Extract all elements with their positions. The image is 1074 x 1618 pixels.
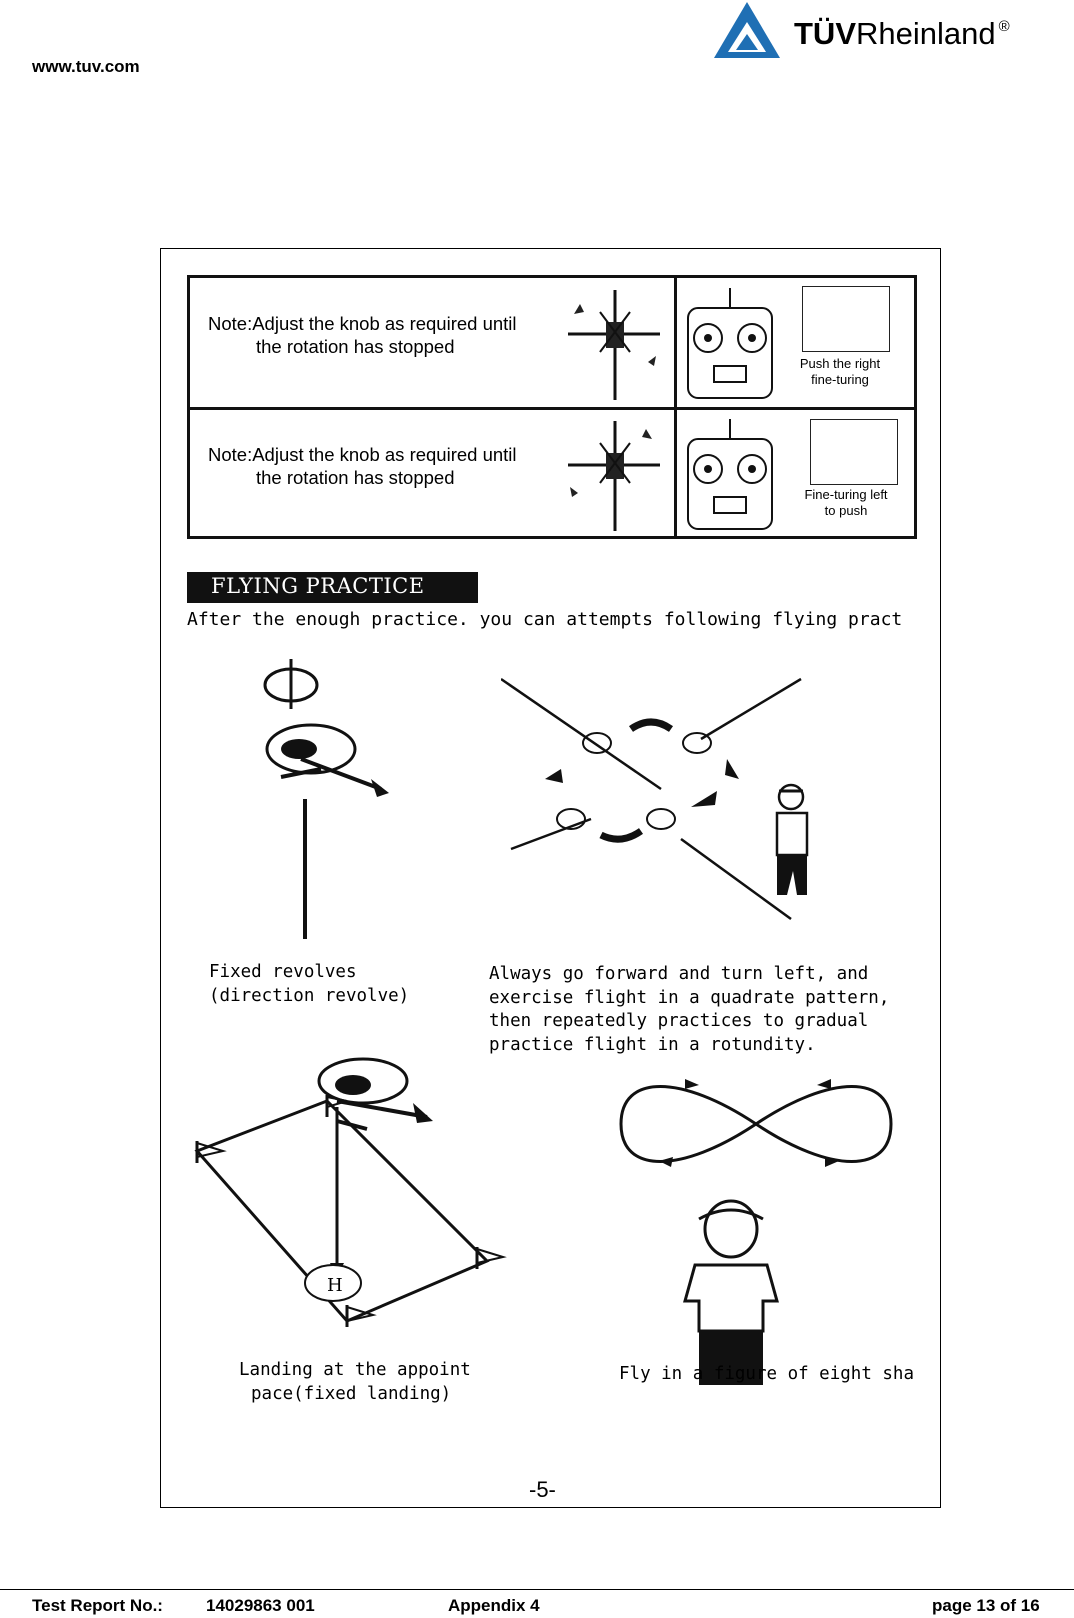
figure-eight-illustration (619, 1079, 893, 1167)
fixed-landing-illustration: H (194, 1057, 507, 1327)
tuv-triangle-icon (714, 2, 780, 58)
footer-report-label: Test Report No.: (32, 1596, 163, 1615)
flying-practice-heading: FLYING PRACTICE (187, 572, 478, 603)
landing-caption: Landing at the appoint pace(fixed landin… (239, 1360, 471, 1404)
landing-pad-letter: H (327, 1275, 343, 1296)
remote-control-icon (687, 419, 773, 530)
fixed-revolve-illustration (263, 659, 389, 939)
remote-control-icon (687, 288, 773, 399)
footer-divider (0, 1589, 1074, 1590)
footer-appendix: Appendix 4 (448, 1596, 540, 1615)
flying-practice-intro: After the enough practice. you can attem… (187, 609, 903, 630)
note-table: Note:Adjust the knob as required until t… (187, 275, 917, 539)
trim-zoom-inset (810, 419, 898, 485)
note-text: Note:Adjust the knob as required until t… (208, 444, 517, 488)
helicopter-rotating-right-icon (568, 421, 660, 531)
note-text: Note:Adjust the knob as required until t… (208, 313, 517, 357)
logo-wordmark: TÜVRheinland® (794, 16, 1010, 51)
helicopter-rotating-left-icon (568, 290, 660, 400)
note-caption: Fine-turing left to push (804, 487, 888, 518)
note-row: Note:Adjust the knob as required until t… (190, 409, 914, 538)
manual-page: Note:Adjust the knob as required until t… (160, 248, 941, 1508)
note-caption: Push the right fine-turing (799, 356, 881, 387)
person-with-remote-icon (775, 783, 809, 895)
footer-page: page 13 of 16 (932, 1596, 1040, 1615)
note-row: Note:Adjust the knob as required until t… (190, 278, 914, 410)
fixed-revolves-caption: Fixed revolves (direction revolve) (209, 962, 410, 1006)
trim-zoom-inset (802, 286, 890, 352)
figure-eight-caption: Fly in a figure of eight sha (619, 1364, 915, 1384)
footer-report-number: 14029863 001 (206, 1596, 315, 1615)
person-standing-icon (683, 1199, 779, 1385)
tuv-logo: TÜVRheinland® (712, 0, 1052, 62)
header-url: www.tuv.com (32, 57, 140, 76)
quadrate-pattern-illustration (501, 677, 802, 921)
manual-page-number: -5- (529, 1477, 556, 1502)
quadrate-caption: Always go forward and turn left, and exe… (489, 964, 890, 1055)
